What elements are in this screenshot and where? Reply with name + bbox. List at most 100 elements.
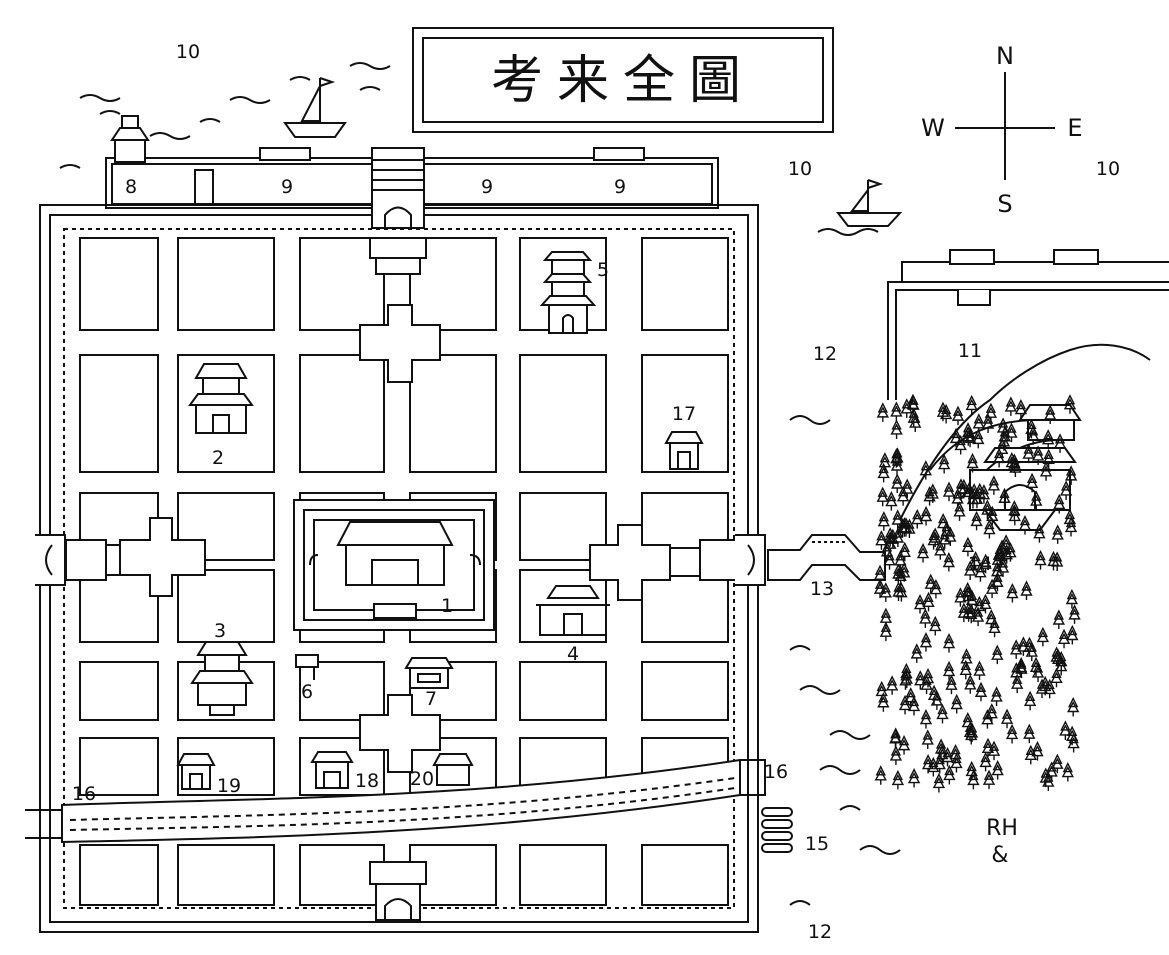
title-cartouche: 考来全圖 — [412, 27, 834, 133]
tree-icon — [890, 448, 903, 468]
tree-icon — [919, 460, 932, 480]
gate-tower — [359, 304, 441, 383]
tree-icon — [981, 413, 995, 433]
tree-icon — [919, 505, 933, 526]
tree-icon — [996, 417, 1010, 437]
artist-signature: RH & — [986, 816, 1018, 868]
tree-icon — [965, 394, 978, 415]
tree-icon — [979, 751, 992, 772]
tree-icon — [921, 729, 934, 749]
tree-icon — [900, 398, 913, 418]
tree-icon — [966, 488, 980, 509]
tree-icon — [962, 426, 975, 446]
city-block — [409, 237, 497, 331]
tree-icon — [1053, 433, 1067, 453]
tree-icon — [876, 486, 889, 507]
tree-icon — [964, 674, 977, 694]
tree-icon — [987, 740, 1001, 761]
tree-icon — [974, 562, 987, 582]
tree-icon — [911, 508, 924, 529]
tree-icon — [892, 581, 905, 602]
watchtower — [110, 115, 150, 163]
tree-icon — [1000, 544, 1013, 564]
tree-icon — [890, 401, 903, 421]
tree-icon — [942, 633, 956, 653]
tree-icon — [1051, 753, 1064, 774]
city-block — [177, 354, 275, 473]
tree-icon — [914, 670, 927, 690]
tree-icon — [1047, 550, 1060, 571]
label-14: 14 — [968, 553, 992, 575]
city-block — [409, 354, 497, 473]
tree-icon — [885, 675, 899, 695]
compass-east: E — [1067, 114, 1082, 142]
tree-icon — [884, 527, 897, 547]
label-13: 13 — [810, 578, 834, 600]
tree-icon — [982, 769, 996, 790]
pagoda-icon — [539, 251, 597, 334]
tree-icon — [951, 488, 964, 508]
tree-icon — [1068, 604, 1081, 624]
label-8: 8 — [125, 176, 137, 198]
tree-icon — [899, 517, 913, 537]
tree-icon — [945, 674, 958, 695]
tree-icon — [900, 662, 913, 683]
tree-icon — [877, 511, 891, 531]
city-block — [519, 661, 607, 721]
tree-icon — [901, 478, 914, 499]
label-17: 17 — [672, 403, 696, 425]
tree-icon — [1050, 646, 1063, 666]
south-gate — [369, 861, 427, 921]
east-gate — [589, 524, 766, 601]
city-block — [641, 354, 729, 473]
tree-icon — [973, 660, 986, 681]
tree-icon — [927, 684, 941, 705]
tree-icon — [919, 709, 933, 729]
city-block — [641, 844, 729, 906]
tree-icon — [996, 557, 1010, 577]
tree-icon — [973, 595, 986, 616]
tree-icon — [970, 510, 983, 531]
tree-icon — [1014, 656, 1028, 677]
compass-west: W — [921, 114, 945, 142]
bridge — [767, 534, 886, 581]
tree-icon — [985, 703, 998, 723]
temple-icon — [536, 585, 610, 636]
tree-icon — [913, 593, 927, 614]
tree-icon — [885, 491, 898, 511]
tree-icon — [879, 607, 893, 628]
tree-icon — [889, 745, 903, 765]
tree-icon — [896, 486, 910, 506]
tree-icon — [1053, 493, 1066, 514]
tree-icon — [957, 478, 971, 499]
label-2: 2 — [212, 447, 224, 469]
sailboat-icon — [835, 179, 903, 227]
tree-icon — [1052, 609, 1066, 629]
signature-initials: RH — [986, 816, 1018, 841]
city-block — [299, 661, 385, 721]
tree-icon — [939, 403, 953, 424]
label-18: 18 — [355, 770, 379, 792]
tree-icon — [1057, 628, 1071, 649]
tree-icon — [981, 499, 994, 520]
tree-icon — [1039, 767, 1052, 788]
shrine-icon — [432, 753, 474, 786]
tree-icon — [875, 530, 888, 550]
tree-icon — [1014, 398, 1028, 419]
tree-icon — [959, 659, 972, 680]
tree-icon — [981, 709, 994, 729]
tree-icon — [1006, 582, 1019, 603]
tree-icon — [898, 694, 912, 715]
tree-icon — [879, 582, 892, 602]
tree-icon — [1067, 732, 1080, 753]
tree-icon — [953, 501, 966, 521]
map-labels: 1 2 3 4 5 6 7 8 9 9 9 10 10 10 11 12 12 … — [72, 41, 1120, 943]
tree-icon — [954, 587, 967, 607]
palace-compound — [293, 499, 495, 631]
north-gate — [369, 147, 427, 275]
shrine-icon — [664, 431, 704, 470]
tree-icon — [996, 438, 1009, 459]
water-waves — [59, 62, 901, 906]
city-block — [519, 354, 607, 473]
